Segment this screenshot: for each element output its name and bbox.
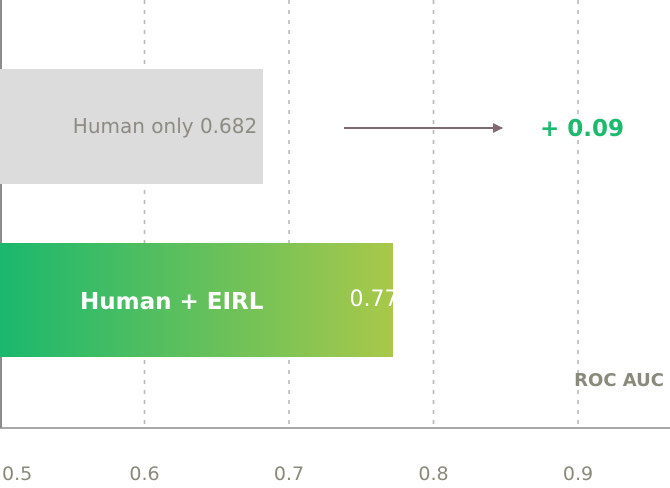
metric-label: ROC AUC xyxy=(574,370,664,391)
x-tick-label: 0.5 xyxy=(2,463,32,485)
bar-human-only xyxy=(0,69,263,184)
bar-human-eirl xyxy=(0,243,394,357)
delta-label: + 0.09 xyxy=(540,116,624,142)
bar-label-human-only: Human only 0.682 xyxy=(73,114,257,138)
x-tick-label: 0.6 xyxy=(129,463,159,485)
x-tick-label: 0.8 xyxy=(418,463,448,485)
x-tick-label: 0.9 xyxy=(563,463,593,485)
bar-value-human-eirl: 0.772 xyxy=(350,287,413,312)
annotations: + 0.09 ROC AUC xyxy=(344,116,664,391)
bar-label-human-eirl: Human + EIRL xyxy=(80,289,264,315)
gridlines xyxy=(143,0,579,428)
x-tick-label: 0.7 xyxy=(274,463,304,485)
